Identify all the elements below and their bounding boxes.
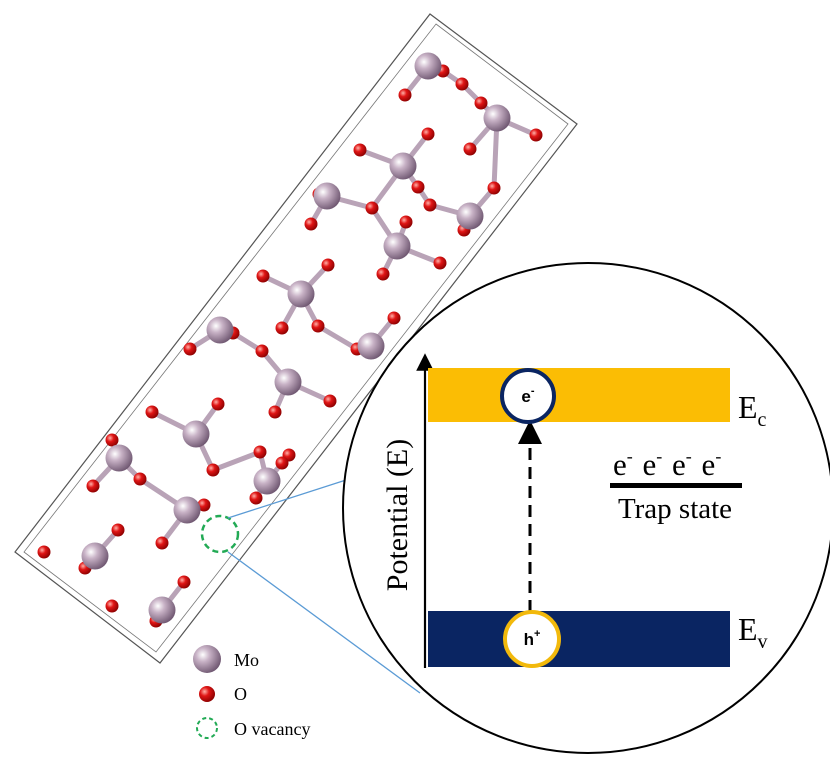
oxygen-atom	[37, 545, 51, 559]
trapped-electrons: e- e- e- e-	[613, 434, 721, 482]
legend-vacancy-swatch	[196, 717, 218, 739]
oxygen-atom	[177, 575, 191, 589]
oxygen-atom	[268, 405, 282, 419]
oxygen-atom	[433, 256, 447, 270]
molybdenum-atom	[483, 104, 511, 132]
oxygen-atom	[321, 258, 335, 272]
oxygen-atom	[183, 342, 197, 356]
molybdenum-atom	[287, 280, 315, 308]
molybdenum-atoms	[81, 52, 511, 624]
molybdenum-atom	[313, 182, 341, 210]
legend-o-swatch	[199, 686, 215, 702]
legend: Mo O O vacancy	[193, 645, 310, 739]
inset-circle	[342, 262, 830, 754]
oxygen-atom	[133, 472, 147, 486]
oxygen-atom	[323, 394, 337, 408]
electron-circle	[500, 368, 556, 424]
legend-mo-swatch	[193, 645, 221, 673]
trap-state-level	[610, 483, 742, 488]
molybdenum-atom	[206, 316, 234, 344]
mo-o-bond	[315, 323, 360, 352]
molybdenum-atom	[414, 52, 442, 80]
hole-label: h+	[524, 628, 541, 649]
oxygen-atom	[256, 269, 270, 283]
oxygen-atom	[463, 142, 477, 156]
oxygen-vacancy-marker	[200, 514, 240, 554]
oxygen-atom	[86, 479, 100, 493]
molybdenum-atom	[389, 152, 417, 180]
molybdenum-atom	[182, 420, 210, 448]
oxygen-atom	[529, 128, 543, 142]
molybdenum-atom	[456, 202, 484, 230]
band-diagram-inset: Potential (E) Ec Ev e- h+ e- e- e	[342, 262, 830, 754]
trap-state-label: Trap state	[618, 493, 732, 525]
oxygen-atom	[111, 523, 125, 537]
oxygen-atom	[376, 267, 390, 281]
oxygen-atom	[211, 397, 225, 411]
unit-cell-outline	[14, 13, 578, 664]
oxygen-atom	[155, 536, 169, 550]
molybdenum-atom	[253, 467, 281, 495]
conduction-band-label: Ec	[738, 389, 767, 431]
molybdenum-atom	[274, 368, 302, 396]
oxygen-atom	[365, 201, 379, 215]
molybdenum-atom	[357, 332, 385, 360]
molybdenum-atom	[148, 596, 176, 624]
oxygen-atom	[353, 143, 367, 157]
oxygen-atom	[487, 181, 501, 195]
electron-label: e-	[521, 385, 534, 406]
unit-cell-inner-outline	[23, 23, 569, 653]
oxygen-atom	[253, 445, 267, 459]
oxygen-atom	[311, 319, 325, 333]
oxygen-atom	[206, 463, 220, 477]
oxygen-atom	[275, 456, 289, 470]
legend-vacancy-label: O vacancy	[234, 719, 310, 739]
oxygen-atom	[411, 180, 425, 194]
molybdenum-atom	[173, 496, 201, 524]
oxygen-atom	[275, 321, 289, 335]
hole-in-valence-band: h+	[503, 610, 561, 668]
oxygen-atom	[421, 127, 435, 141]
valence-band-label: Ev	[738, 611, 768, 653]
molybdenum-atom	[81, 542, 109, 570]
oxygen-atom	[145, 405, 159, 419]
oxygen-atom	[105, 433, 119, 447]
molybdenum-atom	[105, 444, 133, 472]
oxygen-atom	[197, 498, 211, 512]
oxygen-atom	[105, 599, 119, 613]
oxygen-atom	[304, 217, 318, 231]
electron-in-conduction-band: e-	[500, 368, 556, 424]
zoom-connector-bottom	[227, 551, 421, 694]
trap-state: e- e- e- e- Trap state	[610, 434, 742, 525]
oxygen-atom	[387, 311, 401, 325]
zoom-connector-top	[227, 479, 347, 519]
valence-band	[428, 611, 730, 667]
mo-o-bond	[210, 449, 263, 473]
conduction-band	[428, 368, 730, 422]
oxygen-atom	[398, 88, 412, 102]
legend-o-label: O	[234, 684, 247, 704]
oxygen-atom	[255, 344, 269, 358]
oxygen-atom	[399, 215, 413, 229]
legend-mo-label: Mo	[234, 650, 259, 670]
oxygen-atom	[249, 491, 263, 505]
hole-circle	[503, 610, 561, 668]
oxygen-atom	[455, 77, 469, 91]
crystal-structure	[14, 13, 578, 664]
potential-axis-label: Potential (E)	[381, 439, 414, 591]
oxygen-atom	[423, 198, 437, 212]
oxygen-atom	[474, 96, 488, 110]
molybdenum-atom	[383, 232, 411, 260]
